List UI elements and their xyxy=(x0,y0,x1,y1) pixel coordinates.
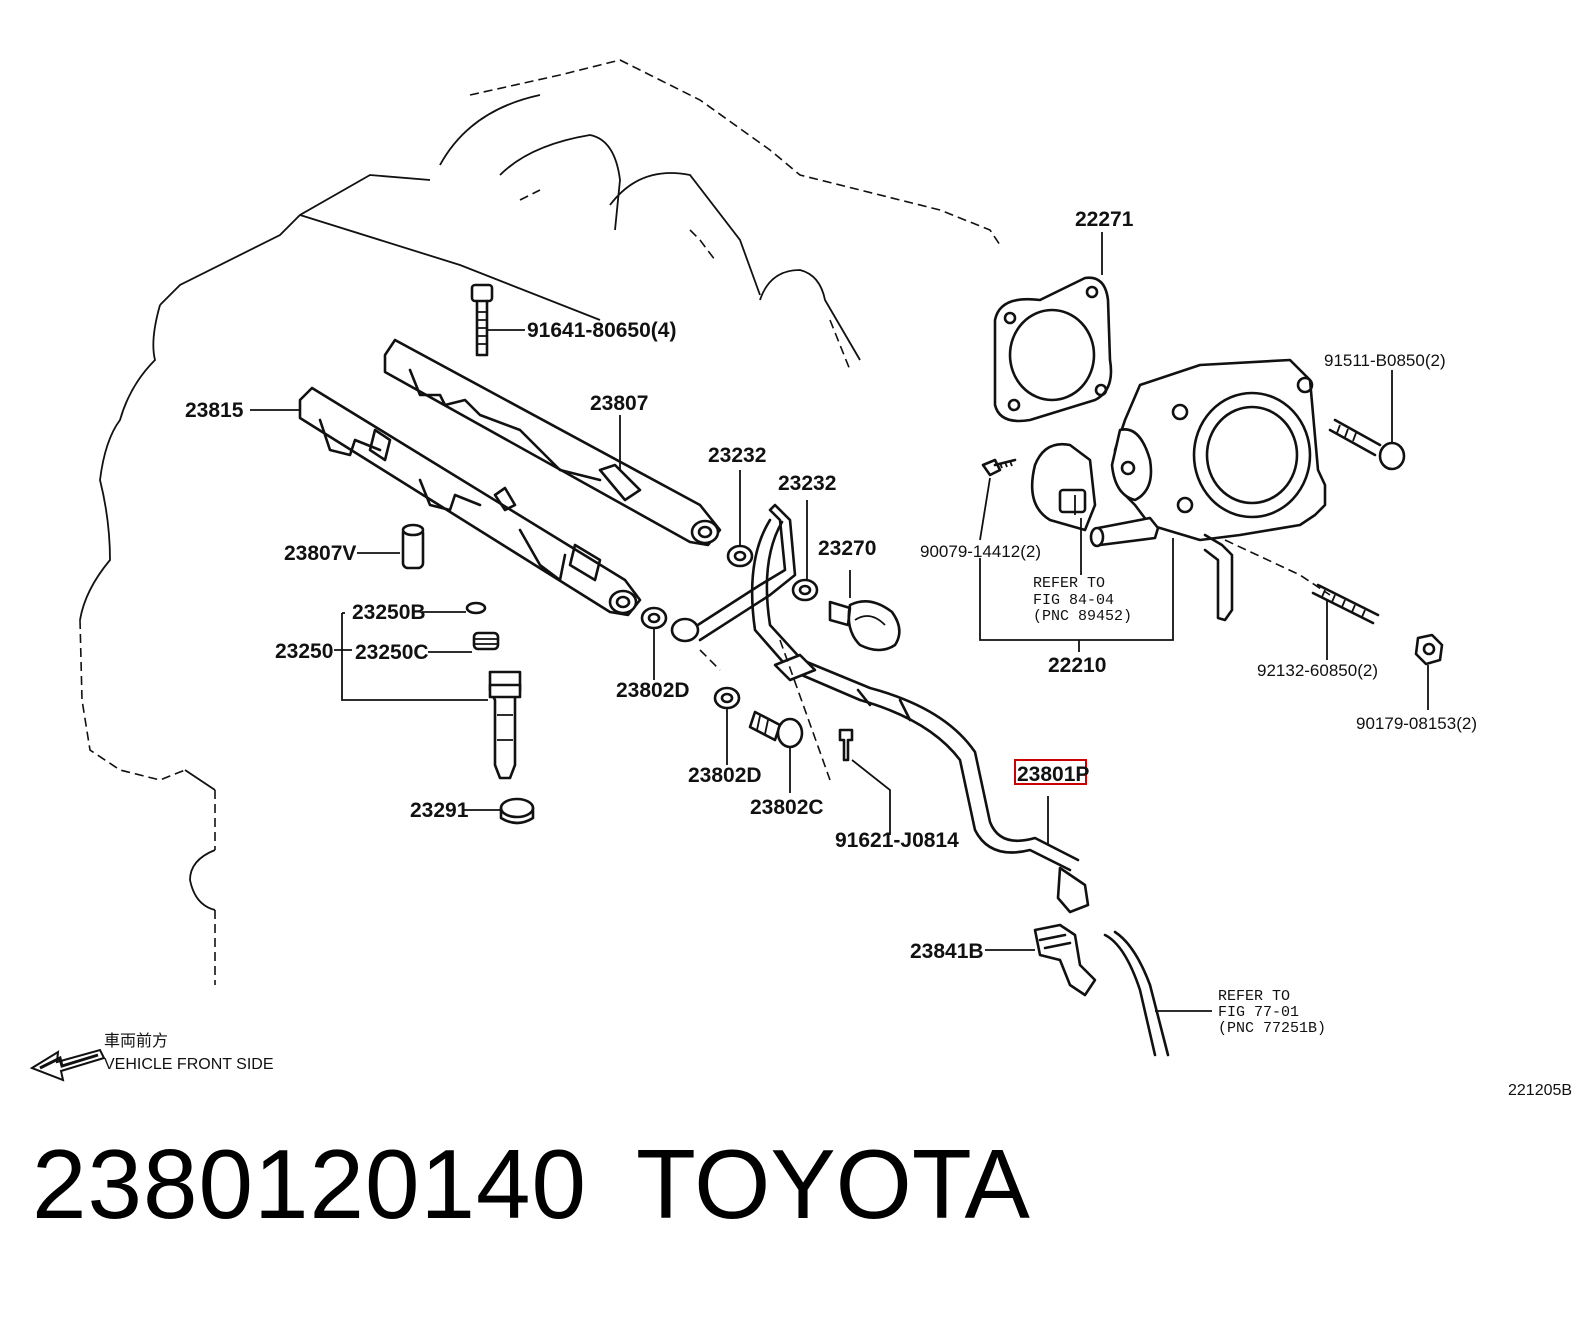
grommets: 23232 23232 xyxy=(708,444,836,602)
label-sensor-screw: 90079-14412(2) xyxy=(920,542,1041,561)
figure-code: 221205B xyxy=(1508,1082,1572,1099)
direction-jp: 車両前方 xyxy=(104,1032,168,1050)
note-tb-line1: REFER TO xyxy=(1033,575,1105,592)
note-tb-line3: (PNC 89452) xyxy=(1033,608,1132,625)
label-injector-valve: 23807V xyxy=(284,542,356,565)
main-fuel-pipe: 23801P xyxy=(699,518,1089,914)
label-grommet-b: 23232 xyxy=(778,472,836,495)
parts-diagram-svg: 91641-80650(4) 23807 23815 23807V xyxy=(29,59,1572,1099)
stud: 92132-60850(2) xyxy=(1257,583,1380,680)
bolt-top: 91641-80650(4) xyxy=(470,283,676,357)
label-insulator: 23291 xyxy=(410,799,469,822)
injector-assembly: 23250 23250B 23250C 23291 xyxy=(275,601,535,825)
label-damper: 23270 xyxy=(818,537,876,560)
direction-en: VEHICLE FRONT SIDE xyxy=(104,1056,274,1073)
injector-valve: 23807V xyxy=(284,523,425,570)
label-gasket-d2: 23802D xyxy=(688,764,762,787)
note-tb-line2: FIG 84-04 xyxy=(1033,592,1114,609)
union-bolt-set: 23802D 23802C 91621-J0814 xyxy=(688,686,959,852)
brand-name: TOYOTA xyxy=(636,1129,1030,1239)
highlight-box xyxy=(1014,759,1087,785)
hose-reference: REFER TO FIG 77-01 (PNC 77251B) xyxy=(1103,930,1326,1057)
label-bolt-top: 91641-80650(4) xyxy=(527,319,676,342)
label-grommet-a: 23232 xyxy=(708,444,766,467)
throttle-body: 22210 REFER TO FIG 84-04 (PNC 89452) xyxy=(979,358,1331,677)
note-hose-line3: (PNC 77251B) xyxy=(1218,1020,1326,1037)
throttle-gasket: 22271 xyxy=(993,208,1134,423)
fuel-rail-right: 23807 xyxy=(383,338,722,547)
note-hose-line1: REFER TO xyxy=(1218,988,1290,1005)
note-hose-line2: FIG 77-01 xyxy=(1218,1004,1299,1021)
fuel-clip: 23841B xyxy=(910,923,1097,997)
vehicle-front-indicator: 車両前方 VEHICLE FRONT SIDE xyxy=(29,1032,274,1082)
label-nut: 90179-08153(2) xyxy=(1356,714,1477,733)
part-number: 2380120140 xyxy=(32,1129,588,1239)
engine-outline xyxy=(79,59,1001,985)
label-union-bolt: 23802C xyxy=(750,796,824,819)
label-injector-assy: 23250 xyxy=(275,640,333,663)
fuel-rail-left: 23815 xyxy=(185,386,642,617)
label-throttle-body: 22210 xyxy=(1048,654,1106,677)
label-oring: 23250B xyxy=(352,601,426,624)
crossover-pipe: 23802D xyxy=(616,503,797,702)
label-tb-bolt: 91511-B0850(2) xyxy=(1324,351,1446,370)
label-gasket-tb: 22271 xyxy=(1075,208,1134,231)
label-fuel-pipe: 23801P xyxy=(1017,763,1089,786)
pulsation-damper: 23270 xyxy=(818,537,901,652)
label-clamp-bolt: 91621-J0814 xyxy=(835,829,959,852)
label-clip: 23841B xyxy=(910,940,984,963)
nut: 90179-08153(2) xyxy=(1356,633,1477,733)
label-stud: 92132-60850(2) xyxy=(1257,661,1378,680)
label-cushion: 23250C xyxy=(355,641,429,664)
tb-bolt: 91511-B0850(2) xyxy=(1324,351,1446,471)
label-rail-left: 23815 xyxy=(185,399,244,422)
label-gasket-d1: 23802D xyxy=(616,679,690,702)
sensor-screw: 90079-14412(2) xyxy=(920,458,1041,561)
label-rail-right: 23807 xyxy=(590,392,648,415)
parts-diagram: 91641-80650(4) 23807 23815 23807V xyxy=(29,59,1572,1099)
